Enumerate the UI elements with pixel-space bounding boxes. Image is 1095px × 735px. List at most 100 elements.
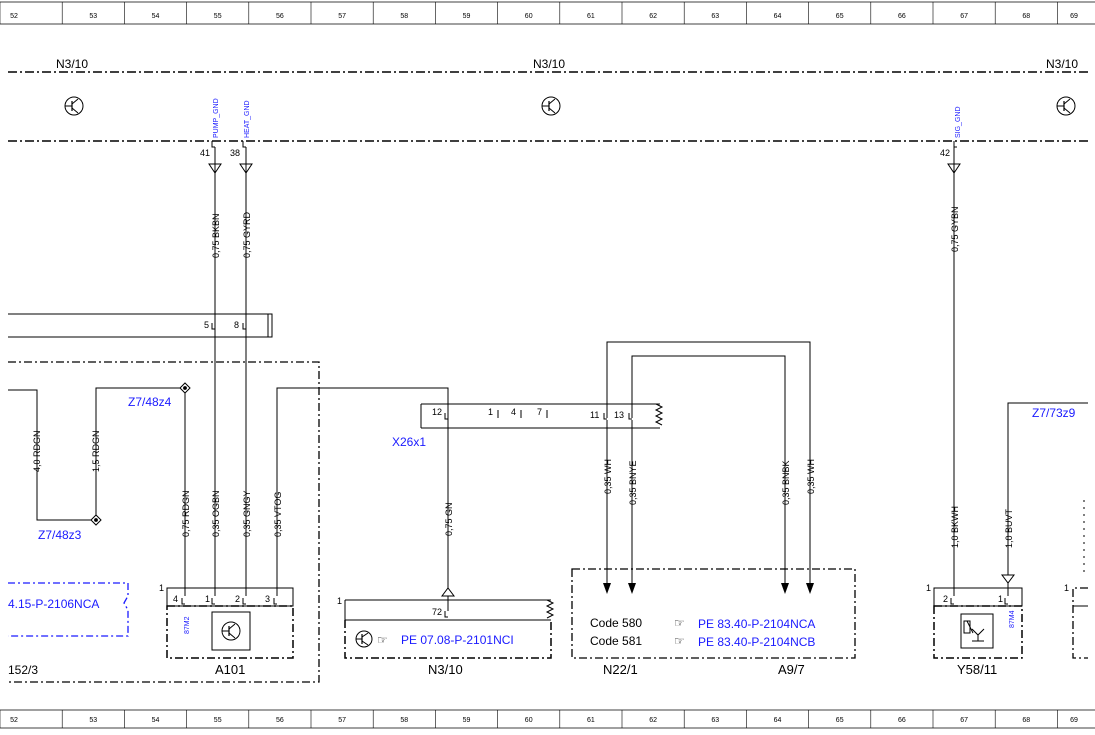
wire-label-0-35-ogbn: 0,35 OGBN <box>211 490 221 537</box>
n3-10-pin-72: 72 <box>432 607 442 617</box>
code-581: Code 581 <box>590 634 642 648</box>
x26x1-pin-1: 1 <box>488 407 493 417</box>
n3-10-connector-number: 1 <box>337 596 342 606</box>
right-edge-connector <box>1072 587 1088 659</box>
ruler-column-label: 62 <box>649 13 657 20</box>
a101-pin-1: 1 <box>205 594 210 604</box>
a101-connector <box>166 587 294 607</box>
transistor-icon <box>64 96 84 116</box>
ruler-column-label: 64 <box>774 717 782 724</box>
ruler-column-label: 55 <box>214 717 222 724</box>
ruler-column-label: 65 <box>836 13 844 20</box>
wire-label-0-35-bnbk: 0,35 BNBK <box>781 460 791 505</box>
module-label-center: N3/10 <box>533 57 565 71</box>
wire-label-0-35-gngy: 0,35 GNGY <box>242 490 252 537</box>
plug-strip <box>8 313 273 338</box>
ruler-column-label: 67 <box>960 13 968 20</box>
wire-label-0-75-gn: 0,75 GN <box>444 502 454 536</box>
transistor-icon <box>1056 96 1076 116</box>
wire-1-5-rdgn <box>95 387 185 520</box>
signal-label-sig-gnd: SIG_GND <box>955 106 962 138</box>
ruler-column-label: 55 <box>214 13 222 20</box>
n3-10-component <box>344 620 552 659</box>
y58-side-label: 87M4 <box>1009 610 1016 628</box>
wire-label-1-5-rdgn: 1,5 RDGN <box>91 430 101 472</box>
ruler-column-label: 58 <box>400 13 408 20</box>
module-label-right: N3/10 <box>1046 57 1078 71</box>
ref-link-4-15[interactable]: 4.15-P-2106NCA <box>8 597 99 611</box>
x26x1-pin-11: 11 <box>590 410 599 420</box>
ruler-column-label: 69 <box>1070 13 1078 20</box>
y58-component <box>933 605 1023 659</box>
transistor-icon <box>355 630 373 648</box>
ref-link-pe-83-40-nca[interactable]: PE 83.40-P-2104NCA <box>698 617 815 631</box>
ruler-column-label: 64 <box>774 13 782 20</box>
ruler-column-label: 53 <box>89 13 97 20</box>
ruler-column-label: 62 <box>649 717 657 724</box>
ruler-column-label: 59 <box>463 13 471 20</box>
connector-label-x26x1: X26x1 <box>392 435 426 449</box>
splice-label-z7-48z4: Z7/48z4 <box>128 395 172 409</box>
signal-label-heat-gnd: HEAT_GND <box>244 100 251 138</box>
wire-loop-wh <box>606 341 811 585</box>
wire-label-4-0-rdgn: 4,0 RDGN <box>32 430 42 472</box>
ruler-column-label: 66 <box>898 13 906 20</box>
wire-label-gyrd: 0,75 GYRD <box>242 211 252 258</box>
ruler-column-label: 61 <box>587 717 595 724</box>
wire-label-0-75-rdgn: 0,75 RDGN <box>181 490 191 537</box>
wire-label-0-35-wh-2: 0,35 WH <box>806 459 816 494</box>
ruler-column-label: 66 <box>898 717 906 724</box>
connector-bar-x26x1 <box>420 403 660 429</box>
y58-pin-1: 1 <box>998 594 1003 604</box>
plug-pin-8: 8 <box>234 320 239 330</box>
connector-arrow <box>441 587 455 597</box>
wire-label-gybn: 0,75 GYBN <box>950 206 960 252</box>
a101-pin-2: 2 <box>235 594 240 604</box>
ref-link-pe-07-08[interactable]: PE 07.08-P-2101NCI <box>401 633 514 647</box>
a101-pin-4: 4 <box>173 594 178 604</box>
ref-box-left <box>8 582 129 637</box>
wire-label-0-35-wh-1: 0,35 WH <box>603 459 613 494</box>
connector-arrow <box>208 163 961 174</box>
splice-label-z7-48z3: Z7/48z3 <box>38 528 82 542</box>
n22-1-a9-7-region <box>571 568 856 659</box>
x26x1-pin-4: 4 <box>511 407 516 417</box>
a101-pin-3: 3 <box>265 594 270 604</box>
wire-label-0-35-vtog: 0,35 VTOG <box>273 492 283 537</box>
pointing-hand-icon: ☞ <box>674 634 685 648</box>
pin-number-41: 41 <box>200 148 210 158</box>
a101-side-label: 87M2 <box>184 616 191 634</box>
a101-connector-number: 1 <box>159 583 164 593</box>
module-label-left: N3/10 <box>56 57 88 71</box>
ruler-column-label: 58 <box>400 717 408 724</box>
wire-label-0-35-bnye: 0,35 BNYE <box>628 460 638 505</box>
ref-link-pe-83-40-ncb[interactable]: PE 83.40-P-2104NCB <box>698 635 815 649</box>
pin-marker <box>211 141 957 148</box>
ruler-column-label: 59 <box>463 717 471 724</box>
ruler-column-label: 68 <box>1022 13 1030 20</box>
ruler-column-label: 54 <box>152 13 160 20</box>
a101-component <box>166 605 294 659</box>
wire-1-0-buvt <box>1007 402 1088 575</box>
code-580: Code 580 <box>590 616 642 630</box>
transistor-icon <box>541 96 561 116</box>
module-region-left <box>8 361 320 683</box>
ruler-column-label: 63 <box>711 13 719 20</box>
ruler-column-label: 52 <box>10 13 18 20</box>
ruler-column-label: 52 <box>10 717 18 724</box>
ruler-column-label: 53 <box>89 717 97 724</box>
n22-1-label: N22/1 <box>603 662 638 677</box>
ruler-column-label: 65 <box>836 717 844 724</box>
a9-7-label: A9/7 <box>778 662 805 677</box>
right-connector-number: 1 <box>1064 583 1069 593</box>
x26x1-pin-7: 7 <box>537 407 542 417</box>
wire-loop-bnye <box>631 355 786 585</box>
ruler-column-label: 56 <box>276 717 284 724</box>
ruler-column-label: 56 <box>276 13 284 20</box>
valve-icon <box>960 613 994 649</box>
ref-label-152-3: 152/3 <box>8 663 38 677</box>
ruler-column-label: 67 <box>960 717 968 724</box>
